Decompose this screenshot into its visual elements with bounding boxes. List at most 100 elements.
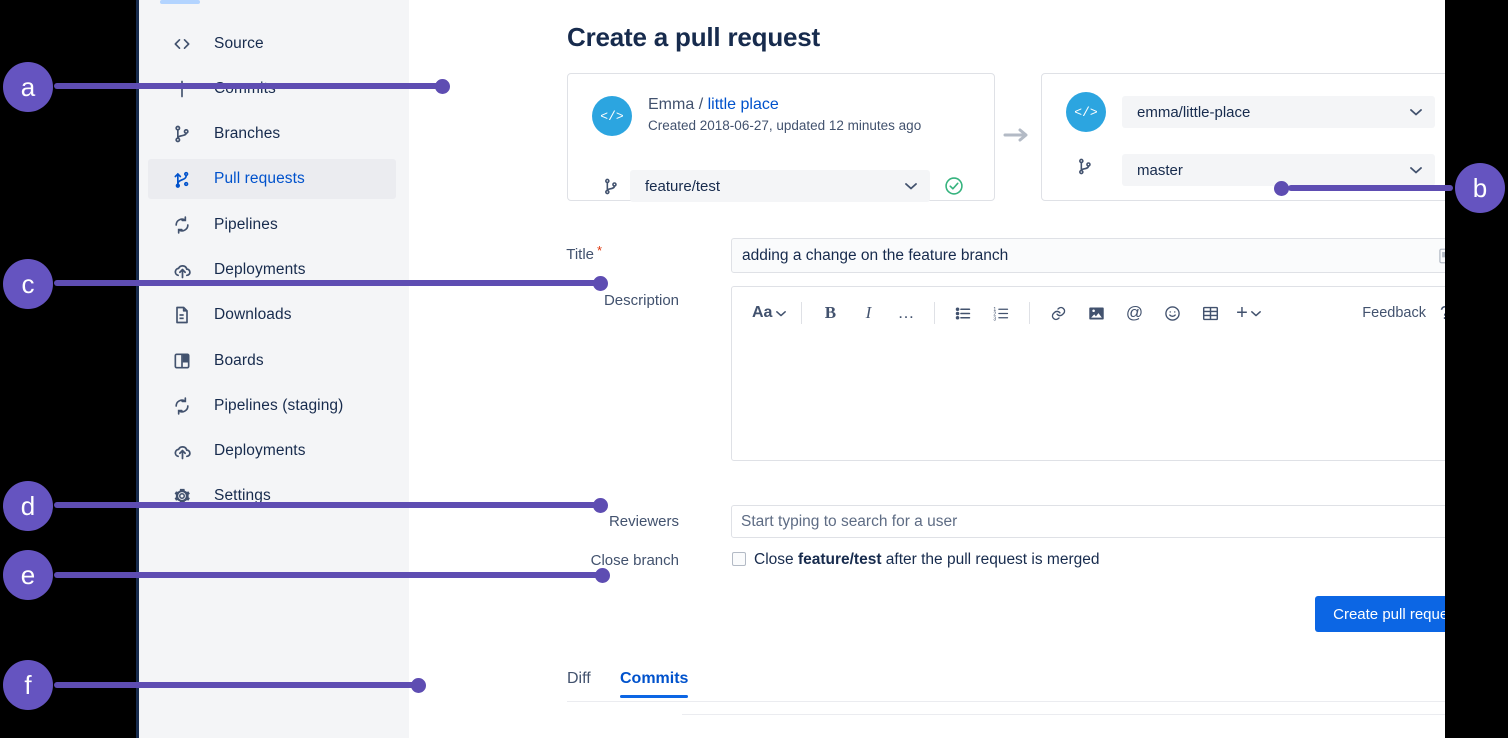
destination-branch-select[interactable]: master bbox=[1122, 154, 1435, 186]
sidebar-item-pipelines-staging[interactable]: Pipelines (staging) bbox=[148, 386, 396, 426]
bottom-tabs: Diff Commits bbox=[567, 670, 1445, 714]
reviewers-label: Reviewers bbox=[608, 513, 679, 530]
callout-line-c bbox=[54, 280, 602, 286]
chevron-down-icon bbox=[1410, 105, 1422, 119]
toolbar-divider bbox=[1029, 302, 1031, 324]
source-branch-value: feature/test bbox=[645, 177, 721, 195]
chevron-down-icon bbox=[1250, 310, 1261, 316]
text-style-label: Aa bbox=[752, 304, 773, 321]
reviewers-placeholder: Start typing to search for a user bbox=[741, 512, 958, 530]
app-left-border bbox=[136, 0, 139, 738]
tab-label: Diff bbox=[567, 670, 591, 687]
callout-line-a bbox=[54, 83, 444, 89]
branch-icon bbox=[170, 122, 194, 146]
callout-dot-f bbox=[411, 678, 426, 693]
tab-commits[interactable]: Commits bbox=[620, 670, 689, 698]
source-repo-title: Emma / little place bbox=[648, 96, 779, 114]
close-branch-checkbox[interactable] bbox=[732, 552, 746, 566]
source-branch-valid-icon bbox=[944, 176, 964, 196]
italic-button[interactable]: I bbox=[865, 303, 872, 322]
sidebar-item-label: Pipelines (staging) bbox=[214, 397, 344, 414]
mention-icon[interactable]: @ bbox=[1125, 303, 1144, 322]
callout-line-d bbox=[54, 502, 602, 508]
sidebar-item-label: Downloads bbox=[214, 306, 292, 323]
sidebar-item-boards[interactable]: Boards bbox=[148, 341, 396, 381]
source-repo-avatar-icon: </> bbox=[592, 96, 632, 136]
sidebar-item-commits[interactable]: Commits bbox=[148, 69, 396, 109]
tab-active-underline bbox=[620, 695, 689, 698]
callout-line-b bbox=[1288, 185, 1453, 191]
source-repo-owner: Emma bbox=[648, 96, 695, 113]
sidebar-item-pull-requests[interactable]: Pull requests bbox=[148, 159, 396, 199]
sidebar-item-source[interactable]: Source bbox=[148, 24, 396, 64]
help-icon[interactable]: ? bbox=[1440, 303, 1445, 324]
toolbar-divider bbox=[934, 302, 936, 324]
callout-badge-c: c bbox=[3, 259, 53, 309]
callout-dot-a bbox=[435, 79, 450, 94]
close-branch-label: Close branch bbox=[590, 552, 679, 569]
sidebar-item-deployments[interactable]: Deployments bbox=[148, 250, 396, 290]
callout-letter: a bbox=[20, 71, 36, 102]
bullet-list-icon[interactable] bbox=[946, 298, 980, 328]
insert-more-button[interactable]: + bbox=[1231, 298, 1265, 328]
description-label: Description bbox=[603, 292, 679, 309]
source-branch-select[interactable]: feature/test bbox=[630, 170, 930, 202]
tab-label: Commits bbox=[620, 670, 689, 687]
bold-button[interactable]: B bbox=[824, 303, 837, 322]
sidebar-item-label: Deployments bbox=[214, 261, 306, 278]
sidebar-item-label: Deployments bbox=[214, 442, 306, 459]
sidebar-item-downloads[interactable]: Downloads bbox=[148, 295, 396, 335]
callout-letter: c bbox=[21, 268, 35, 299]
source-repo-meta: Created 2018-06-27, updated 12 minutes a… bbox=[648, 118, 922, 133]
source-repo-link[interactable]: little place bbox=[707, 96, 779, 113]
callout-line-e bbox=[54, 572, 605, 578]
sidebar-item-label: Source bbox=[214, 35, 264, 52]
tabs-divider bbox=[567, 701, 1445, 702]
callout-badge-b: b bbox=[1455, 163, 1505, 213]
create-pull-request-button[interactable]: Create pull request bbox=[1315, 596, 1445, 632]
title-input[interactable]: adding a change on the feature branch bbox=[731, 238, 1445, 273]
commit-icon bbox=[170, 77, 194, 101]
app-window: Source Commits Branches Pull requests Pi bbox=[136, 0, 1445, 738]
destination-repo-avatar-icon: </> bbox=[1066, 92, 1106, 132]
page-title: Create a pull request bbox=[567, 22, 820, 53]
chevron-down-icon bbox=[905, 179, 917, 193]
callout-letter: f bbox=[24, 669, 32, 700]
direction-arrow-icon bbox=[1003, 125, 1031, 145]
close-branch-text: Close feature/test after the pull reques… bbox=[754, 551, 1099, 569]
sidebar: Source Commits Branches Pull requests Pi bbox=[136, 0, 409, 738]
toolbar-divider bbox=[801, 302, 803, 324]
pull-request-icon bbox=[170, 167, 194, 191]
more-formatting-button[interactable]: … bbox=[897, 303, 916, 322]
link-icon[interactable] bbox=[1041, 298, 1075, 328]
sidebar-item-pipelines[interactable]: Pipelines bbox=[148, 205, 396, 245]
image-icon[interactable] bbox=[1079, 298, 1113, 328]
sidebar-item-branches[interactable]: Branches bbox=[148, 114, 396, 154]
gear-icon bbox=[170, 484, 194, 508]
plus-icon: + bbox=[1236, 301, 1248, 324]
text-style-button[interactable]: Aa bbox=[748, 298, 790, 328]
reviewers-input[interactable]: Start typing to search for a user bbox=[731, 505, 1445, 538]
close-branch-text-after: after the pull request is merged bbox=[881, 551, 1100, 568]
destination-repo-select[interactable]: emma/little-place bbox=[1122, 96, 1435, 128]
contact-card-icon[interactable] bbox=[1439, 248, 1445, 264]
sidebar-item-settings[interactable]: Settings bbox=[148, 476, 396, 516]
sidebar-item-label: Pull requests bbox=[214, 170, 305, 187]
source-branch-panel: </> Emma / little place Created 2018-06-… bbox=[567, 73, 995, 202]
close-branch-branch-name: feature/test bbox=[797, 551, 882, 568]
close-branch-text-before: Close bbox=[754, 551, 798, 568]
feedback-link[interactable]: Feedback bbox=[1362, 305, 1426, 321]
callout-dot-d bbox=[593, 498, 608, 513]
code-brackets-icon bbox=[170, 32, 194, 56]
chevron-down-icon bbox=[1410, 163, 1422, 177]
table-icon[interactable] bbox=[1193, 298, 1227, 328]
branch-icon bbox=[598, 174, 622, 198]
sidebar-item-deployments-2[interactable]: Deployments bbox=[148, 431, 396, 471]
source-repo-separator: / bbox=[698, 96, 704, 113]
svg-text:1: 1 bbox=[993, 306, 996, 312]
emoji-icon[interactable] bbox=[1155, 298, 1189, 328]
tab-diff[interactable]: Diff bbox=[567, 670, 591, 698]
boards-icon bbox=[170, 349, 194, 373]
